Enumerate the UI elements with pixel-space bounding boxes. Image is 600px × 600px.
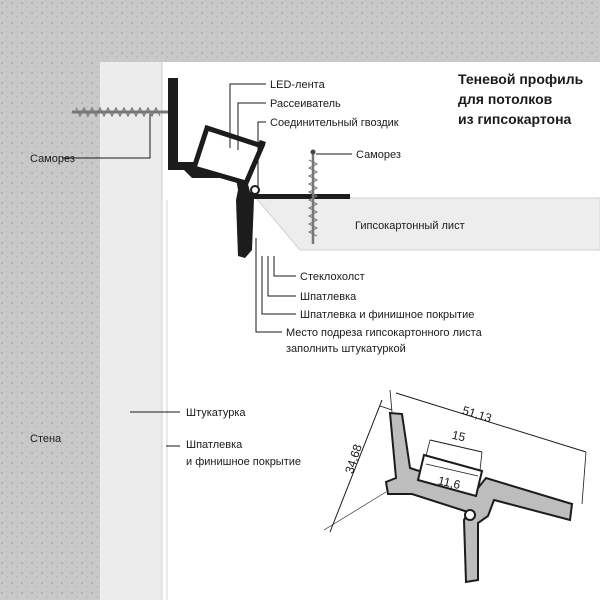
label-putty-finish: Шпатлевка и финишное покрытие [300,309,474,321]
wall-concrete [0,62,100,600]
dimension-lines [323,389,587,533]
dim-channel-width: 15 [451,428,467,445]
label-screw-ceiling: Саморез [356,149,401,161]
label-putty: Шпатлевка [300,291,357,303]
profile-detail [384,411,574,584]
connecting-nail [250,185,260,195]
label-plaster: Штукатурка [186,407,246,419]
title-line-1: Теневой профиль [458,71,584,87]
label-connecting-nail: Соединительный гвоздик [270,117,399,129]
label-wall-putty-1: Шпатлевка [186,439,243,451]
dim-height: 34,68 [342,442,365,475]
label-led-strip: LED-лента [270,79,326,91]
ceiling-slab [0,0,600,62]
label-wall-putty-2: и финишное покрытие [186,456,301,468]
label-diffuser: Рассеиватель [270,98,341,110]
label-cut-place-1: Место подреза гипсокартонного листа [286,327,483,339]
label-drywall-sheet: Гипсокартонный лист [355,220,465,232]
label-screw-wall: Саморез [30,153,75,165]
wall-screw [72,106,168,118]
title-line-2: для потолков [458,91,553,107]
label-fiberglass: Стеклохолст [300,271,365,283]
label-wall: Стена [30,433,62,445]
plaster-layer [100,62,162,600]
ceiling-screw [307,149,319,244]
dim-total-width: 51,13 [461,403,494,425]
drywall-sheet [254,197,600,251]
diffuser [190,124,266,187]
label-cut-place-2: заполнить штукатуркой [286,343,406,355]
title-line-3: из гипсокартона [458,111,572,127]
dim-inner-width: 11,6 [437,473,462,492]
